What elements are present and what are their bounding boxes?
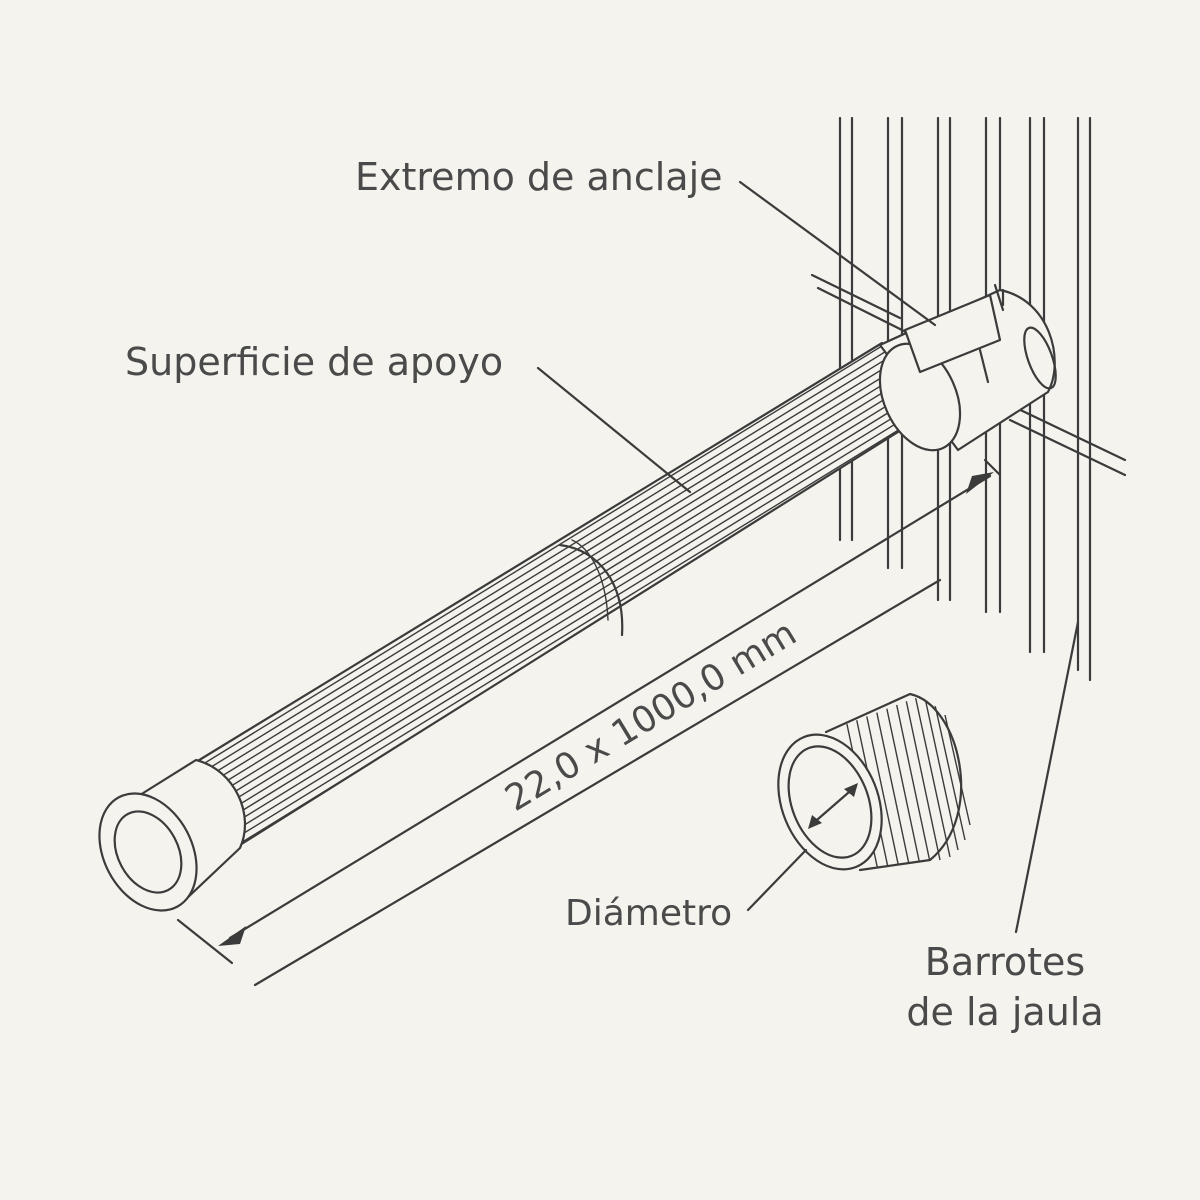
cage-bars-label-line1: Barrotes xyxy=(925,940,1085,984)
bearing-surface-label: Superficie de apoyo xyxy=(125,340,503,384)
ring-piece xyxy=(777,692,971,872)
anchor-end xyxy=(878,283,1057,452)
cage-bars-label-line2: de la jaula xyxy=(906,990,1103,1034)
anchor-end-label: Extremo de anclaje xyxy=(355,155,723,199)
front-cap xyxy=(98,758,247,912)
leader-lines xyxy=(536,180,1080,934)
diameter-label: Diámetro xyxy=(565,893,732,934)
